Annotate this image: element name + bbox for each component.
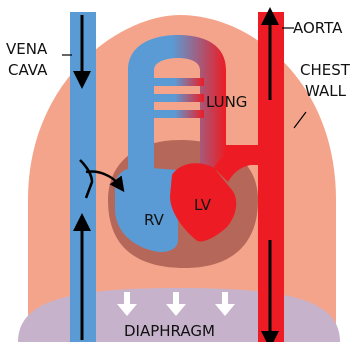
lung-label: LUNG (206, 93, 247, 111)
chest-wall-label-line2: WALL (305, 82, 347, 100)
chest-wall-label-line1: CHEST (300, 61, 351, 79)
lung-tubes (150, 78, 204, 118)
aorta-branch (226, 145, 262, 165)
diaphragm-label: DIAPHRAGM (124, 322, 215, 340)
rv-label: RV (144, 211, 165, 229)
aorta-label: AORTA (293, 19, 343, 37)
vena-cava-label-line1: VENA (6, 40, 48, 58)
vena-cava-label-line2: CAVA (8, 61, 48, 79)
lv-label: LV (194, 196, 212, 214)
